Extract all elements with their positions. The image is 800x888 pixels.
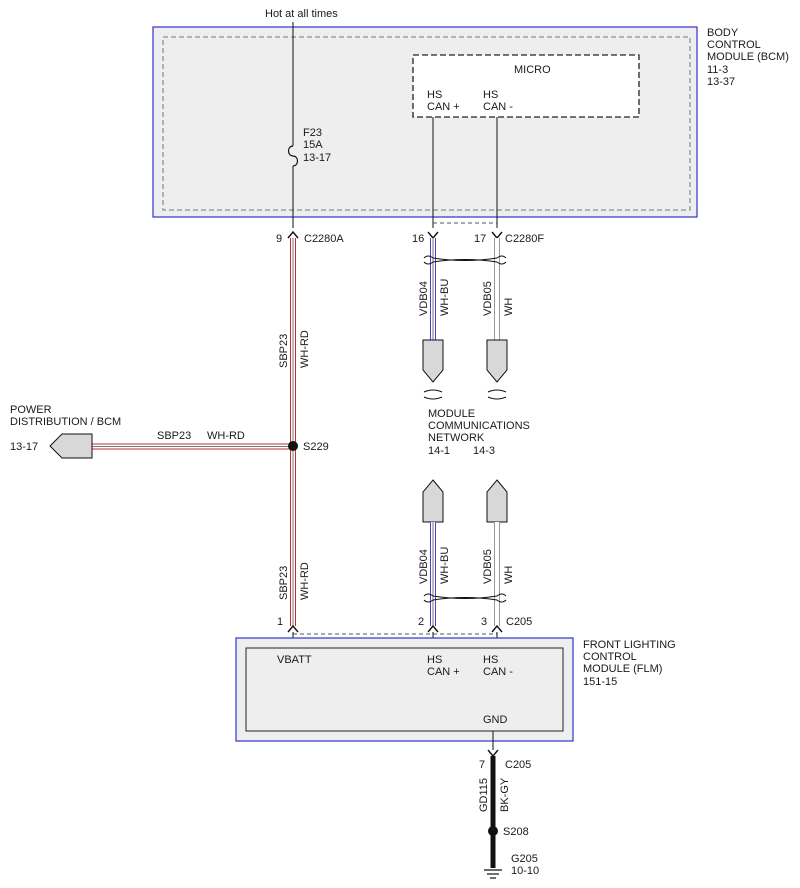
pin3-label: 3 xyxy=(481,616,487,628)
pin2-label: 2 xyxy=(418,616,424,628)
bcm-label-line-2: CONTROL xyxy=(707,39,761,51)
flm-hs-can-plus-label-2: CAN + xyxy=(427,666,460,678)
twisted-pair-lower-icon xyxy=(423,593,507,603)
fuse-label-line-1: F23 xyxy=(303,127,322,139)
connector-c205-pin2-icon[interactable] xyxy=(427,624,439,633)
wire-bkgy-label: BK-GY xyxy=(499,777,511,812)
network-break-mark-icon xyxy=(423,389,507,400)
fuse-f23-icon[interactable] xyxy=(287,145,299,167)
ground-g205-icon[interactable] xyxy=(484,869,502,879)
network-connector-lower-vdb04-icon[interactable] xyxy=(422,479,444,523)
flm-gnd-label: GND xyxy=(483,714,508,726)
c2280f-label: C2280F xyxy=(505,233,544,245)
c2280a-label: C2280A xyxy=(304,233,344,245)
wire-vdb04-lower[interactable] xyxy=(430,522,436,626)
connector-c2280f-pin17-icon[interactable] xyxy=(491,231,503,240)
splice-s229-icon[interactable] xyxy=(288,441,298,451)
flm-hs-can-minus-label-2: CAN - xyxy=(483,666,513,678)
power-distribution-label-line-2: DISTRIBUTION / BCM xyxy=(10,416,121,428)
wire-vdb05-lower-label: VDB05 xyxy=(482,549,494,584)
network-label-line-2: COMMUNICATIONS xyxy=(428,420,530,432)
wire-sbp23-lower-label: SBP23 xyxy=(278,566,290,600)
wire-whrd-lower-label: WH-RD xyxy=(299,562,311,600)
pin16-label: 16 xyxy=(412,233,424,245)
flm-inner-box xyxy=(245,647,564,732)
power-distribution-label-line-1: POWER xyxy=(10,404,52,416)
network-label-line-3: NETWORK xyxy=(428,432,485,444)
fuse-label-line-2: 15A xyxy=(303,139,323,151)
wire-sbp23-branch[interactable] xyxy=(92,443,293,450)
wire-sbp23[interactable] xyxy=(290,238,296,626)
connector-c2280a-pin9-icon[interactable] xyxy=(287,230,299,239)
hot-at-all-times-label: Hot at all times xyxy=(265,8,338,20)
wire-wh-lower-label: WH xyxy=(503,566,515,584)
c205-top-label: C205 xyxy=(506,616,532,628)
bcm-hs-can-minus-label-1: HS xyxy=(483,89,498,101)
splice-s208-icon[interactable] xyxy=(488,826,498,836)
power-distribution-ref: 13-17 xyxy=(10,441,38,453)
flm-label-line-3: MODULE (FLM) xyxy=(583,663,662,675)
wire-whbu-upper-label: WH-BU xyxy=(439,279,451,316)
ground-g205-label: G205 xyxy=(511,853,538,865)
pin17-label: 17 xyxy=(474,233,486,245)
c205-bottom-label: C205 xyxy=(505,759,531,771)
splice-s208-label: S208 xyxy=(503,826,529,838)
wire-whbu-lower-label: WH-BU xyxy=(439,547,451,584)
bcm-hs-can-plus-label-2: CAN + xyxy=(427,101,460,113)
bcm-hs-can-minus-label-2: CAN - xyxy=(483,101,513,113)
network-connector-lower-vdb05-icon[interactable] xyxy=(486,479,508,523)
wire-vdb05-upper[interactable] xyxy=(494,238,500,340)
pin1-label: 1 xyxy=(277,616,283,628)
wire-gd115[interactable] xyxy=(490,756,496,868)
pin7-label: 7 xyxy=(479,759,485,771)
micro-box[interactable] xyxy=(412,54,640,118)
bcm-label-line-3: MODULE (BCM) xyxy=(707,51,789,63)
flm-module[interactable]: VBATT HS CAN + HS CAN - GND xyxy=(235,637,574,742)
connector-c205-pin1-icon[interactable] xyxy=(287,624,299,633)
splice-s229-label: S229 xyxy=(303,441,329,453)
flm-hs-can-minus-label-1: HS xyxy=(483,654,498,666)
network-ref-14-3: 14-3 xyxy=(473,445,495,457)
fuse-label-line-3: 13-17 xyxy=(303,152,331,164)
wire-vdb04-upper[interactable] xyxy=(430,238,436,340)
flm-vbatt-label: VBATT xyxy=(277,654,312,666)
twisted-pair-upper-icon xyxy=(423,255,507,265)
flm-label-line-1: FRONT LIGHTING xyxy=(583,639,676,651)
branch-whrd-label: WH-RD xyxy=(207,430,245,442)
wire-whrd-upper-label: WH-RD xyxy=(299,330,311,368)
network-connector-upper-vdb04-icon[interactable] xyxy=(422,339,444,383)
wire-vdb04-upper-label: VDB04 xyxy=(418,281,430,316)
bcm-inner-dashed-box xyxy=(162,36,691,211)
branch-sbp23-label: SBP23 xyxy=(157,430,191,442)
bcm-module[interactable]: MICRO HS CAN + HS CAN - xyxy=(152,26,698,218)
bcm-label-line-5: 13-37 xyxy=(707,76,735,88)
bcm-module-label: BODY CONTROL MODULE (BCM) 11-3 13-37 xyxy=(707,27,789,88)
wire-sbp23-upper-label: SBP23 xyxy=(278,334,290,368)
bcm-label-line-4: 11-3 xyxy=(707,64,728,76)
wire-vdb05-upper-label: VDB05 xyxy=(482,281,494,316)
bcm-hs-can-plus-label-1: HS xyxy=(427,89,442,101)
network-ref-14-1: 14-1 xyxy=(428,445,450,457)
connector-c2280f-pin16-icon[interactable] xyxy=(427,231,439,240)
network-connector-upper-vdb05-icon[interactable] xyxy=(486,339,508,383)
connector-c205-pin7-icon[interactable] xyxy=(487,749,499,758)
wire-wh-upper-label: WH xyxy=(503,298,515,316)
micro-label: MICRO xyxy=(514,64,551,76)
bcm-label-line-1: BODY xyxy=(707,27,739,39)
network-label-line-1: MODULE xyxy=(428,408,475,420)
flm-label-line-2: CONTROL xyxy=(583,651,637,663)
wire-vdb04-lower-label: VDB04 xyxy=(418,549,430,584)
flm-module-label: FRONT LIGHTING CONTROL MODULE (FLM) 151-… xyxy=(583,639,676,688)
flm-hs-can-plus-label-1: HS xyxy=(427,654,442,666)
power-distribution-connector-icon[interactable] xyxy=(49,433,93,459)
wire-vdb05-lower[interactable] xyxy=(494,522,500,626)
flm-label-line-4: 151-15 xyxy=(583,676,617,688)
ground-g205-ref: 10-10 xyxy=(511,865,539,877)
connector-c205-pin3-icon[interactable] xyxy=(491,624,503,633)
wire-gd115-label: GD115 xyxy=(478,778,490,812)
pin9-label: 9 xyxy=(276,233,282,245)
